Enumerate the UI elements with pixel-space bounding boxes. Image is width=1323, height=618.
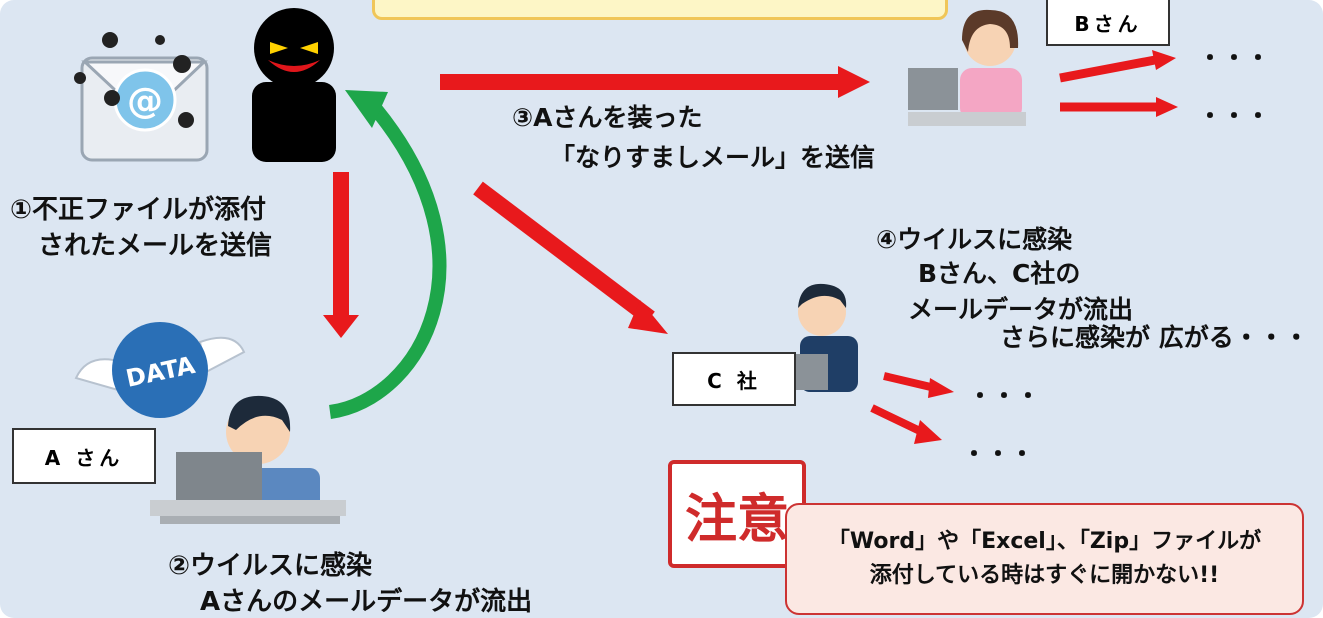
arrow-to-c bbox=[473, 181, 668, 334]
person-a-icon bbox=[150, 395, 346, 524]
spread-text: さらに感染が 広がる・・・ bbox=[1000, 323, 1309, 352]
person-b-icon bbox=[908, 9, 1026, 126]
label-a: A さん bbox=[12, 428, 156, 484]
warning-line2: 添付している時はすぐに開かない!! bbox=[869, 563, 1220, 588]
c-dots-2: ・・・ bbox=[962, 440, 1034, 468]
arrows-from-b bbox=[1059, 50, 1178, 117]
step1-line2: されたメールを送信 bbox=[38, 231, 273, 261]
c-dots-1: ・・・ bbox=[968, 382, 1040, 410]
arrows-from-c bbox=[870, 372, 954, 444]
step1-line1: ①不正ファイルが添付 bbox=[10, 195, 267, 225]
warning-box: 「Word」や「Excel」、「Zip」ファイルが 添付している時はすぐに開かな… bbox=[785, 503, 1304, 615]
virus-email-icon: @ bbox=[74, 32, 209, 162]
step4-line3: メールデータが流出 bbox=[908, 295, 1134, 324]
step3-line2: 「なりすましメール」を送信 bbox=[550, 143, 876, 172]
label-c: C 社 bbox=[672, 352, 796, 406]
data-ball-icon: DATA bbox=[74, 322, 246, 418]
arrow-data-leak bbox=[328, 90, 447, 419]
step4-line2: Bさん、C社の bbox=[918, 259, 1081, 288]
step2-line2: Aさんのメールデータが流出 bbox=[200, 587, 533, 617]
person-c-icon bbox=[792, 283, 858, 392]
top-banner-box bbox=[372, 0, 948, 20]
email-at-sign: @ bbox=[127, 81, 163, 122]
b-dots-1: ・・・ bbox=[1198, 44, 1270, 72]
caution-stamp: 注意 bbox=[668, 460, 806, 568]
b-dots-2: ・・・ bbox=[1198, 102, 1270, 130]
label-b: Bさん bbox=[1046, 0, 1170, 46]
step4-line1: ④ウイルスに感染 bbox=[876, 225, 1073, 254]
step2-line1: ②ウイルスに感染 bbox=[168, 551, 373, 581]
attacker-icon bbox=[252, 8, 336, 162]
step3-line1: ③Aさんを装った bbox=[512, 103, 703, 132]
arrow-step1 bbox=[323, 172, 359, 338]
warning-line1: 「Word」や「Excel」、「Zip」ファイルが bbox=[827, 529, 1262, 554]
arrow-to-b bbox=[440, 66, 870, 98]
